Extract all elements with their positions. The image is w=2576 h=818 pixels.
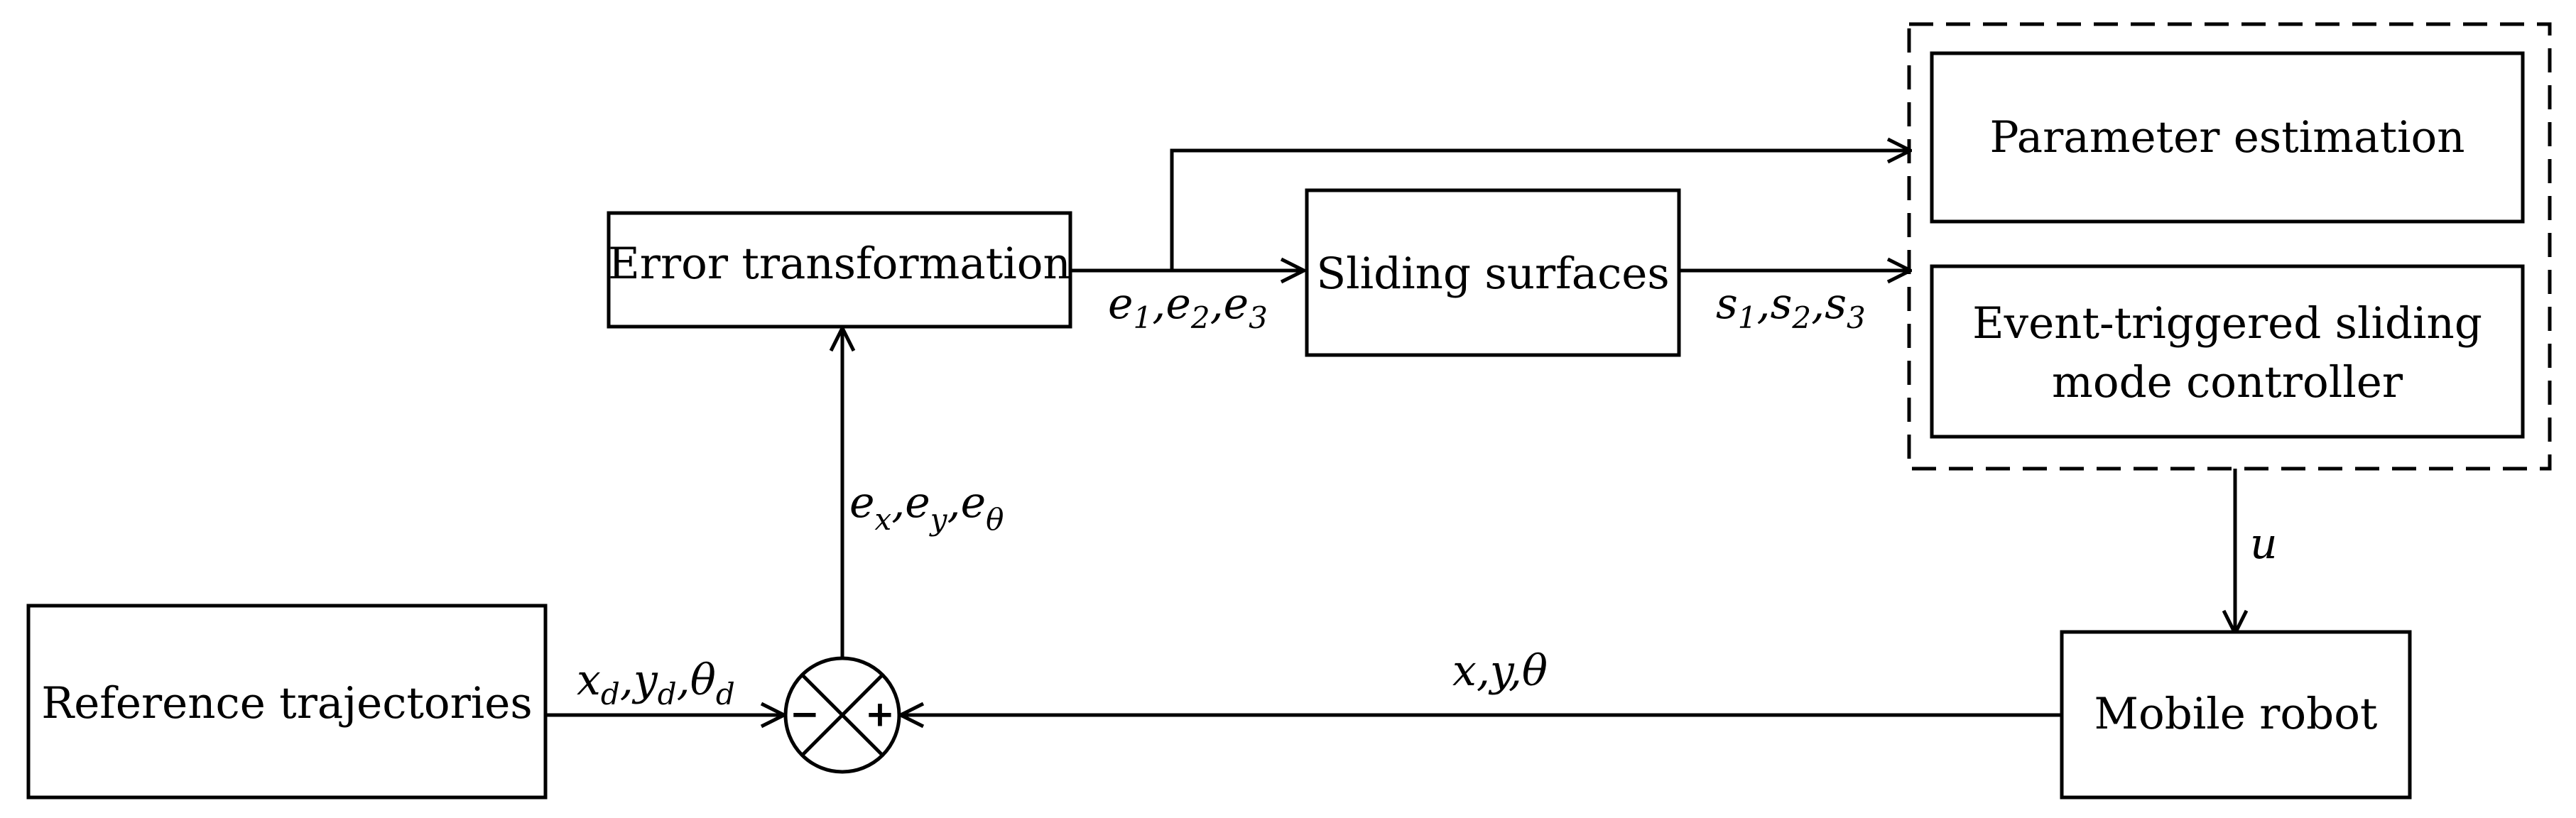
label-sliding-signals: s1,s2,s3 bbox=[1716, 279, 1866, 335]
controller-label-line2: mode controller bbox=[2052, 357, 2403, 408]
sliding-surfaces-block bbox=[1305, 188, 1681, 357]
reference-trajectories-block bbox=[26, 604, 548, 800]
minus-sign: − bbox=[790, 694, 820, 735]
reference-trajectories-label: Reference trajectories bbox=[41, 678, 532, 729]
parameter-estimation-block bbox=[1930, 51, 2525, 224]
label-robot-state: x,y,θ bbox=[1452, 646, 1548, 696]
wire-branch-to-parameter bbox=[1170, 151, 1911, 271]
controller-label-line1: Event-triggered sliding bbox=[1972, 298, 2482, 349]
mobile-robot-block bbox=[2060, 630, 2412, 800]
parameter-estimation-label: Parameter estimation bbox=[1990, 112, 2465, 163]
error-transformation-block bbox=[607, 211, 1072, 329]
summing-junction: − + bbox=[783, 656, 901, 774]
plus-sign: + bbox=[865, 694, 895, 735]
controller-group-boundary bbox=[1907, 22, 2552, 471]
label-control-input: u bbox=[2250, 519, 2278, 569]
event-triggered-controller-block bbox=[1930, 264, 2525, 439]
mobile-robot-label: Mobile robot bbox=[2094, 689, 2378, 739]
sliding-surfaces-label: Sliding surfaces bbox=[1316, 249, 1669, 299]
label-reference-signals: xd,yd,θd bbox=[577, 655, 735, 711]
label-error-signals: e1,e2,e3 bbox=[1108, 279, 1268, 335]
label-tracking-errors: ex,ey,eθ bbox=[849, 478, 1004, 537]
error-transformation-label: Error transformation bbox=[608, 239, 1070, 289]
